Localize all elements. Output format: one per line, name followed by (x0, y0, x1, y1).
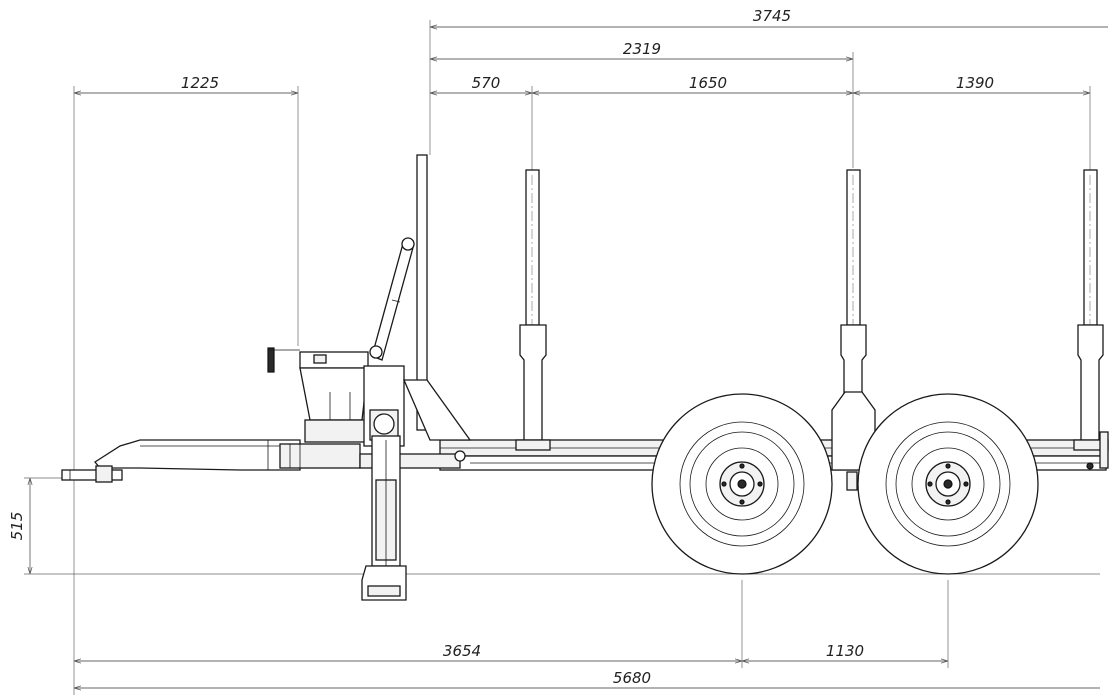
wheel-rear (857, 393, 1039, 575)
support-leg (361, 435, 407, 601)
dimension-lines (24, 20, 1108, 695)
dim-1390-label: 1390 (956, 74, 994, 92)
dim-515-label: 515 (8, 512, 26, 541)
dim-5680-label: 5680 (613, 669, 651, 687)
control-box (267, 347, 369, 443)
dim-3745-label: 3745 (753, 7, 791, 25)
crane-column (363, 154, 472, 462)
bunk-stake-1 (515, 169, 551, 451)
dim-1130-label: 1130 (826, 642, 864, 660)
dim-1650-label: 1650 (689, 74, 727, 92)
bunk-stake-3 (1073, 169, 1109, 451)
wheel-front (651, 393, 833, 575)
dim-3654-label: 3654 (443, 642, 481, 660)
frame-rear-end (1086, 431, 1109, 470)
dim-1225-label: 1225 (181, 74, 219, 92)
dim-2319-label: 2319 (623, 40, 661, 58)
dim-570-label: 570 (472, 74, 501, 92)
